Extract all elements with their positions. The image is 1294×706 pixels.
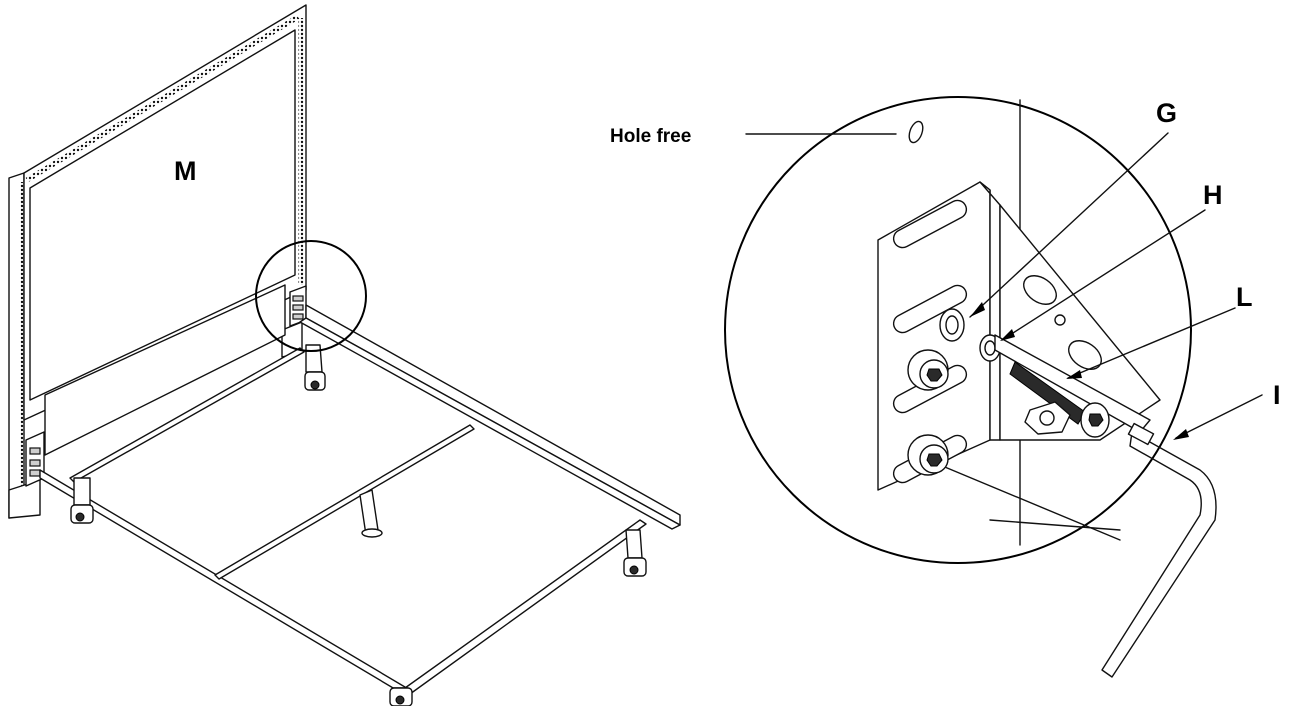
detail-circle	[724, 96, 1192, 564]
allen-key-i	[1101, 422, 1217, 678]
hex-nut	[1024, 401, 1071, 435]
leader-lines	[745, 132, 1263, 440]
label-g: G	[1156, 98, 1177, 128]
detail-callout-circle	[255, 240, 367, 352]
caster-front-right	[623, 529, 647, 577]
washer-g	[939, 308, 965, 342]
label-i: I	[1273, 380, 1281, 410]
casters	[70, 344, 647, 706]
caster-back-left	[70, 477, 94, 524]
headboard-label: M	[174, 156, 197, 186]
headboard	[8, 4, 307, 519]
free-hole	[908, 120, 924, 144]
frame-rails	[39, 304, 681, 699]
label-l: L	[1236, 282, 1253, 312]
bed-frame-overview: M	[8, 4, 681, 706]
label-h: H	[1203, 180, 1223, 210]
caster-front-left	[389, 687, 413, 706]
threaded-bolt-l	[1009, 361, 1110, 438]
detail-view: Hole free G H L I	[610, 96, 1281, 678]
hole-free-label: Hole free	[610, 126, 691, 147]
socket-bolt-lower	[907, 434, 949, 476]
socket-bolt-upper	[907, 349, 949, 391]
